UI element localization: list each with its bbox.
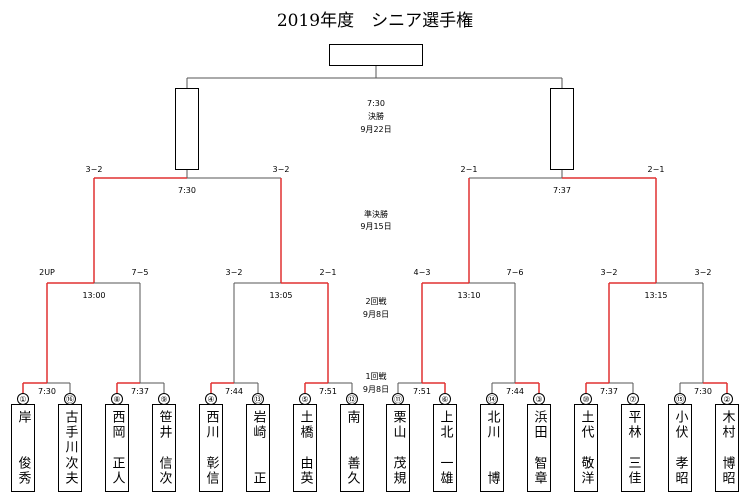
player-family-name: 茂規: [390, 456, 406, 486]
round1-time: 7:44: [506, 387, 524, 396]
player-name-box: 平林三佳: [621, 404, 645, 492]
round2-score: 3−2: [694, 268, 712, 277]
player-name-box: 土橋由英: [293, 404, 317, 492]
player-name-box: 古手川次夫: [58, 404, 82, 492]
tournament-title: 2019年度 シニア選手権: [276, 11, 474, 31]
player-name-box: 笹井信次: [152, 404, 176, 492]
semi-left-time: 7:30: [178, 186, 196, 195]
finalist-box-right: [550, 88, 574, 170]
player-family-name: 次夫: [62, 456, 78, 486]
round2-score: 4−3: [413, 268, 431, 277]
player-name-box: 岩崎正: [246, 404, 270, 492]
round2-time: 13:10: [457, 291, 481, 300]
player-given-name: 北川: [484, 410, 500, 440]
round1-time: 7:37: [600, 387, 618, 396]
round2-score: 3−2: [600, 268, 618, 277]
round2-score: 7−5: [131, 268, 149, 277]
final-time: 7:30: [367, 99, 385, 108]
player-family-name: 俊秀: [15, 456, 31, 486]
round1-label: 1回戦: [365, 372, 387, 381]
player-given-name: 栗山: [390, 410, 406, 440]
player-family-name: 信次: [156, 456, 172, 486]
round2-score: 7−6: [506, 268, 524, 277]
final-label: 決勝: [368, 112, 384, 121]
seed-number: ⑥: [439, 393, 451, 405]
round2-date: 9月8日: [362, 310, 390, 319]
player-family-name: 敬洋: [578, 456, 594, 486]
player-name-box: 小伏孝昭: [668, 404, 692, 492]
player-name-box: 岸俊秀: [11, 404, 35, 492]
finalist-box-left: [175, 88, 199, 170]
semi-date: 9月15日: [360, 222, 392, 231]
round1-time: 7:51: [413, 387, 431, 396]
round1-time: 7:44: [225, 387, 243, 396]
player-name-box: 南善久: [340, 404, 364, 492]
round1-date: 9月8日: [362, 385, 390, 394]
player-name-box: 西岡正人: [105, 404, 129, 492]
player-name-box: 木村博昭: [715, 404, 739, 492]
player-family-name: 智章: [531, 456, 547, 486]
player-given-name: 南: [344, 410, 360, 425]
player-family-name: 正人: [109, 456, 125, 486]
semi-score-2: 3−2: [272, 165, 290, 174]
player-given-name: 小伏: [672, 410, 688, 440]
round1-time: 7:30: [38, 387, 56, 396]
semi-right-time: 7:37: [553, 186, 571, 195]
round1-time: 7:37: [131, 387, 149, 396]
player-name-box: 西川彰信: [199, 404, 223, 492]
final-date: 9月22日: [360, 125, 392, 134]
player-given-name: 古手川: [62, 410, 78, 455]
player-name-box: 栗山茂規: [386, 404, 410, 492]
round2-time: 13:05: [269, 291, 293, 300]
round1-time: 7:30: [694, 387, 712, 396]
player-given-name: 土代: [578, 410, 594, 440]
player-family-name: 正: [250, 471, 266, 486]
player-family-name: 由英: [297, 456, 313, 486]
player-family-name: 博: [484, 471, 500, 486]
player-name-box: 北川博: [480, 404, 504, 492]
seed-number: ⑤: [299, 393, 311, 405]
semi-score-4: 2−1: [647, 165, 665, 174]
player-family-name: 善久: [344, 456, 360, 486]
player-family-name: 孝昭: [672, 456, 688, 486]
semi-score-1: 3−2: [85, 165, 103, 174]
round2-score: 2−1: [319, 268, 337, 277]
round2-time: 13:00: [82, 291, 106, 300]
player-given-name: 上北: [437, 410, 453, 440]
player-given-name: 西岡: [109, 410, 125, 440]
player-name-box: 土代敬洋: [574, 404, 598, 492]
semi-score-3: 2−1: [460, 165, 478, 174]
player-family-name: 一雄: [437, 456, 453, 486]
round2-label: 2回戦: [365, 297, 387, 306]
round1-time: 7:51: [319, 387, 337, 396]
player-given-name: 笹井: [156, 410, 172, 440]
player-given-name: 土橋: [297, 410, 313, 440]
semi-label: 準決勝: [364, 210, 388, 219]
round2-score: 3−2: [225, 268, 243, 277]
round2-score: 2UP: [39, 268, 55, 277]
player-name-box: 上北一雄: [433, 404, 457, 492]
seed-number: ⑯: [64, 393, 76, 405]
seed-number: ⑪: [392, 393, 404, 405]
player-family-name: 三佳: [625, 456, 641, 486]
round2-time: 13:15: [644, 291, 668, 300]
player-given-name: 西川: [203, 410, 219, 440]
player-given-name: 木村: [719, 410, 735, 440]
player-given-name: 岸: [15, 410, 31, 425]
player-given-name: 浜田: [531, 410, 547, 440]
player-given-name: 岩崎: [250, 410, 266, 440]
player-given-name: 平林: [625, 410, 641, 440]
champion-box: [329, 44, 423, 66]
player-name-box: 浜田智章: [527, 404, 551, 492]
player-family-name: 博昭: [719, 456, 735, 486]
player-family-name: 彰信: [203, 456, 219, 486]
